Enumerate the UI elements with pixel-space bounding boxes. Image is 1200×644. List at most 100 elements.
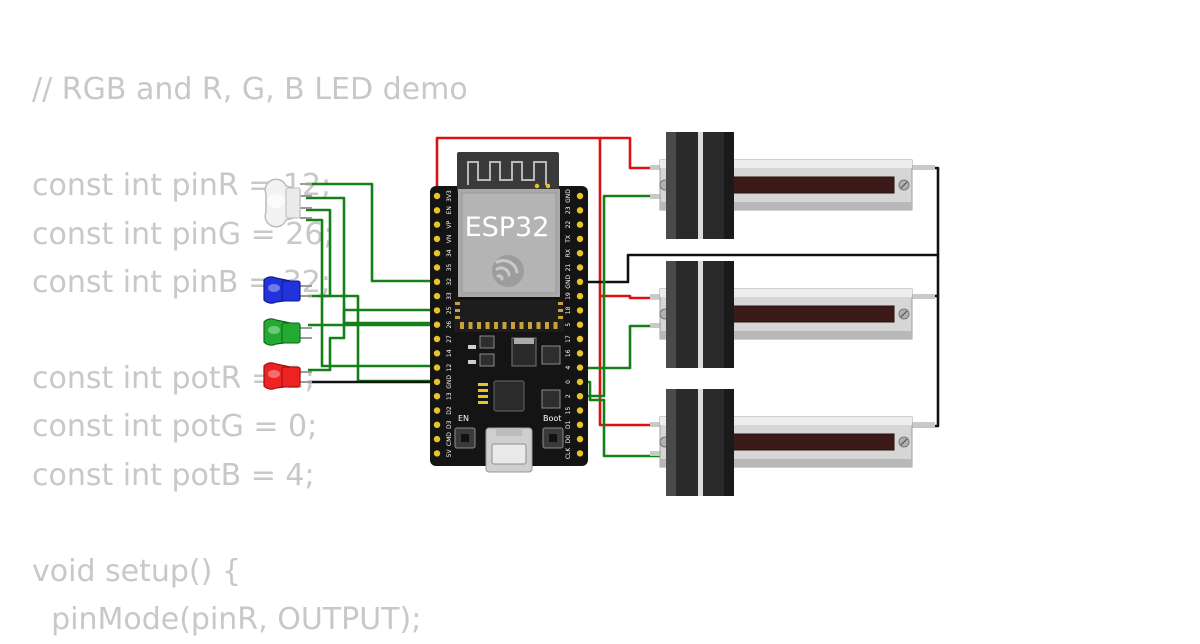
pin-label: D0	[565, 435, 572, 444]
boot-button-label: Boot	[543, 414, 561, 423]
slide-pot-2[interactable]	[650, 261, 935, 368]
header-pin[interactable]	[576, 221, 584, 228]
pin-label: 32	[446, 278, 453, 286]
pin-label: 3V3	[446, 190, 453, 202]
code-line: const int pinG = 26;	[32, 216, 334, 252]
wire-rgb-blue	[306, 208, 332, 298]
header-pin[interactable]	[433, 378, 441, 386]
header-pin[interactable]	[433, 450, 441, 457]
pin-label: D2	[446, 406, 453, 415]
pin-label: 2	[565, 394, 572, 398]
rgb-led[interactable]	[264, 178, 312, 228]
header-pin[interactable]	[576, 393, 584, 400]
header-pin[interactable]	[576, 421, 584, 428]
led-green[interactable]	[263, 318, 312, 346]
wire-rgb-green	[306, 196, 437, 325]
pin-label: D3	[446, 420, 453, 429]
pin-label: 23	[565, 206, 572, 214]
pin-label: 35	[446, 264, 453, 272]
slide-pot-3[interactable]	[650, 389, 935, 496]
wire-rgb-red	[306, 182, 437, 283]
led-red[interactable]	[263, 362, 312, 390]
header-pin[interactable]	[576, 264, 584, 271]
pin-label: 18	[565, 306, 572, 314]
wire-gnd-bus	[580, 253, 940, 428]
wire-pot3-signal	[580, 380, 660, 458]
header-pin[interactable]	[576, 192, 584, 200]
pin-label: 15	[565, 407, 572, 415]
code-line: const int pinR = 12;	[32, 168, 332, 204]
pin-label: 19	[565, 292, 572, 300]
header-pin[interactable]	[433, 192, 441, 200]
pin-label: EN	[446, 206, 453, 214]
header-pin[interactable]	[576, 292, 584, 300]
header-pin[interactable]	[433, 393, 441, 400]
code-line: void setup() {	[32, 553, 241, 589]
wire-3v3-pot1	[600, 136, 660, 170]
header-pin[interactable]	[433, 278, 441, 285]
pin-label: GND	[446, 375, 453, 389]
en-button[interactable]	[454, 427, 476, 449]
slider-knob[interactable]	[666, 261, 734, 368]
header-pin[interactable]	[433, 350, 441, 357]
header-pin[interactable]	[433, 307, 441, 314]
pin-label: 5	[565, 323, 572, 327]
header-pin[interactable]	[433, 264, 441, 271]
wifi-antenna	[457, 152, 559, 192]
pin-label: 16	[565, 349, 572, 357]
header-pin[interactable]	[433, 207, 441, 214]
header-pin[interactable]	[576, 350, 584, 357]
header-pin[interactable]	[576, 278, 584, 285]
boot-button[interactable]	[542, 427, 564, 449]
header-pin[interactable]	[433, 221, 441, 228]
header-pin[interactable]	[576, 435, 584, 443]
pin-label: 26	[446, 321, 453, 329]
header-pin[interactable]	[433, 335, 441, 343]
header-pin[interactable]	[576, 307, 584, 314]
pin-label: 34	[446, 249, 453, 257]
espressif-logo-icon	[492, 255, 524, 287]
led-blue[interactable]	[263, 276, 312, 304]
pin-label: 13	[446, 392, 453, 400]
header-pin[interactable]	[576, 364, 584, 371]
header-pin[interactable]	[433, 321, 441, 328]
slider-knob[interactable]	[666, 389, 734, 496]
wire-pot1-signal	[580, 194, 660, 398]
circuit-diagram: ESP32 EN	[263, 132, 940, 496]
header-pin[interactable]	[576, 207, 584, 214]
pin-label: 33	[446, 292, 453, 300]
code-line: const int potB = 4;	[32, 457, 315, 493]
wire-pot2-signal	[580, 324, 660, 370]
header-pin[interactable]	[576, 235, 584, 243]
header-pin[interactable]	[576, 407, 584, 414]
pin-label: VP	[446, 220, 453, 228]
code-line: const int potG = 0;	[32, 409, 318, 445]
header-pin[interactable]	[433, 250, 441, 257]
wire-3v3-pot2	[600, 294, 660, 300]
wire-led-red	[308, 308, 437, 372]
pin-label: VN	[446, 235, 453, 244]
slider-knob[interactable]	[666, 132, 734, 239]
usb-uart-chip	[493, 380, 525, 412]
header-pin[interactable]	[576, 321, 584, 328]
pin-label: 5V	[446, 449, 453, 458]
pin-label: 22	[565, 221, 572, 229]
header-pin[interactable]	[576, 378, 584, 386]
en-button-label: EN	[458, 414, 469, 423]
header-pin[interactable]	[433, 364, 441, 371]
pin-label: TX	[565, 235, 572, 244]
header-pin[interactable]	[433, 435, 441, 443]
header-pin[interactable]	[576, 450, 584, 457]
header-pin[interactable]	[433, 292, 441, 300]
pin-label: GND	[565, 189, 572, 203]
header-pin[interactable]	[576, 335, 584, 343]
header-pin[interactable]	[433, 235, 441, 243]
header-pin[interactable]	[576, 250, 584, 257]
esp32-board: ESP32 EN	[430, 152, 588, 473]
slide-pot-1[interactable]	[650, 132, 935, 239]
header-pin[interactable]	[433, 421, 441, 428]
pin-label: CMD	[446, 432, 453, 446]
header-pin[interactable]	[433, 407, 441, 414]
pin-label: RX	[565, 249, 572, 257]
